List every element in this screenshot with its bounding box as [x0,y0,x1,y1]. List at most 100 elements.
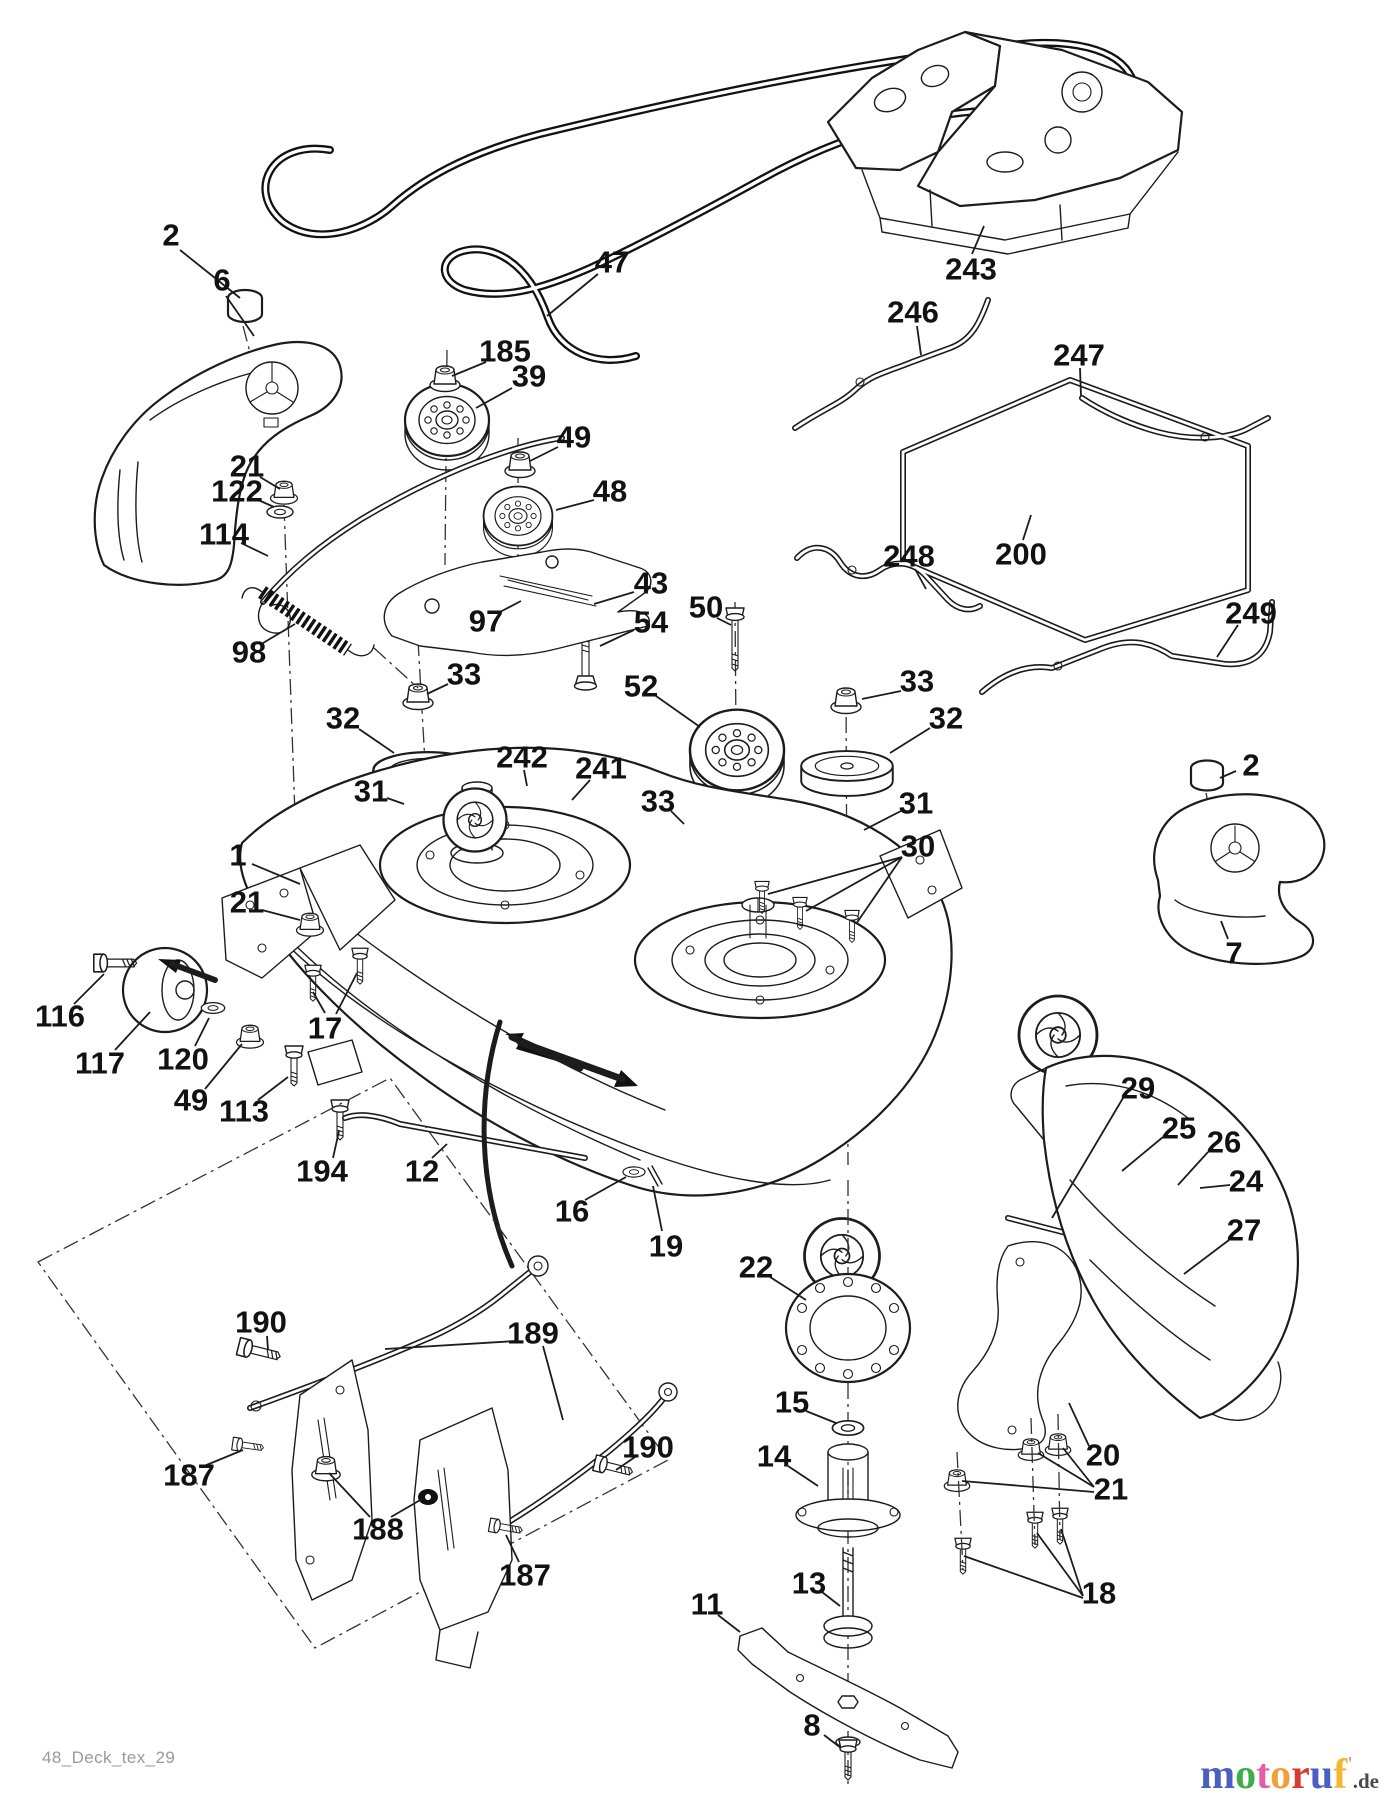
fastener-cluster [943,1413,1072,1575]
callout-33: 33 [447,657,481,692]
leader-line [204,1043,243,1090]
leader-line [1022,514,1032,541]
callout-21: 21 [230,885,264,920]
callout-20: 20 [1086,1438,1120,1473]
leader-line [262,623,296,644]
leader-line [971,225,985,255]
callout-24: 24 [1229,1164,1264,1199]
callout-1: 1 [229,838,246,873]
deck-plate-assembly [826,30,1184,255]
leader-line [542,1345,564,1421]
leader-line [194,1017,210,1047]
callout-21: 21 [230,449,264,484]
motoruf-watermark: motoruf'.de [1200,1754,1379,1796]
leader-line [225,295,255,337]
callout-16: 16 [555,1194,589,1229]
leader-line [593,591,635,605]
leader-line [529,446,559,462]
callout-246: 246 [887,295,939,330]
callout-21: 21 [1094,1472,1128,1507]
callout-6: 6 [213,263,230,298]
leader-line [1060,1528,1084,1597]
leader-line [386,797,405,805]
callout-189: 189 [507,1316,559,1351]
callout-114: 114 [199,517,250,552]
watermark-letter: t [1256,1752,1271,1798]
leader-line [505,1534,520,1563]
callout-187: 187 [163,1458,215,1493]
leader-line [861,690,902,700]
leader-line [73,973,105,1005]
leader-line [555,499,595,511]
watermark-letter: o [1235,1752,1257,1798]
leader-line [257,1076,289,1101]
leader-line [717,1614,741,1633]
callout-33: 33 [900,664,934,699]
callout-32: 32 [326,701,360,736]
leader-line [523,769,528,787]
callout-249: 249 [1225,596,1277,631]
callout-190: 190 [235,1305,287,1340]
callout-49: 49 [174,1083,208,1118]
callout-13: 13 [792,1566,826,1601]
callout-39: 39 [512,359,546,394]
callout-190: 190 [622,1430,674,1465]
leader-line [769,1276,807,1301]
leader-line [1062,1447,1095,1488]
callout-7: 7 [1225,936,1242,971]
mower-deck [93,746,1099,1295]
callout-248: 248 [883,539,935,574]
watermark-letter: u [1309,1752,1334,1798]
leader-line [916,325,922,356]
leader-line [546,273,599,317]
callout-116: 116 [35,999,85,1034]
callout-122: 122 [211,474,263,509]
callout-22: 22 [739,1250,773,1285]
drawing-code: 48_Deck_tex_29 [42,1748,176,1767]
callout-97: 97 [469,604,503,639]
leader-line [1216,624,1239,658]
callout-185: 185 [479,334,531,369]
leader-line [1079,367,1082,397]
callout-31: 31 [899,786,933,821]
callout-52: 52 [624,669,658,704]
leader-line [889,727,931,754]
leader-line [615,1456,636,1471]
callout-14: 14 [757,1439,792,1474]
idler-cluster [241,349,894,1166]
callout-247: 247 [1053,338,1105,373]
leader-line [716,617,732,626]
leader-line [961,1480,1095,1493]
leader-line [805,856,903,912]
callout-43: 43 [634,566,668,601]
callout-32: 32 [929,701,963,736]
leader-line [475,387,513,409]
callout-15: 15 [775,1385,809,1420]
leader-line [259,476,281,490]
leader-line [655,695,701,728]
suspension-bracket-group [37,1077,678,1669]
leader-line [114,1011,151,1051]
leader-line [390,1498,423,1518]
leader-line [451,361,487,377]
leader-line [1036,1532,1084,1597]
leader-line [823,1734,842,1749]
callout-117: 117 [75,1046,125,1081]
leader-line [963,1555,1084,1599]
callout-47: 47 [595,245,629,280]
callout-98: 98 [232,635,266,670]
leader-line [426,683,449,695]
leader-line [584,1176,627,1201]
callout-30: 30 [901,829,935,864]
leader-line [431,1143,448,1159]
callout-200: 200 [995,537,1047,572]
leader-line [599,629,635,647]
callout-2: 2 [162,218,179,253]
leader-line [805,1410,837,1424]
leader-line [1037,1452,1095,1488]
leader-line [1220,920,1229,940]
leader-line [335,972,358,1015]
callout-25: 25 [1162,1111,1196,1146]
